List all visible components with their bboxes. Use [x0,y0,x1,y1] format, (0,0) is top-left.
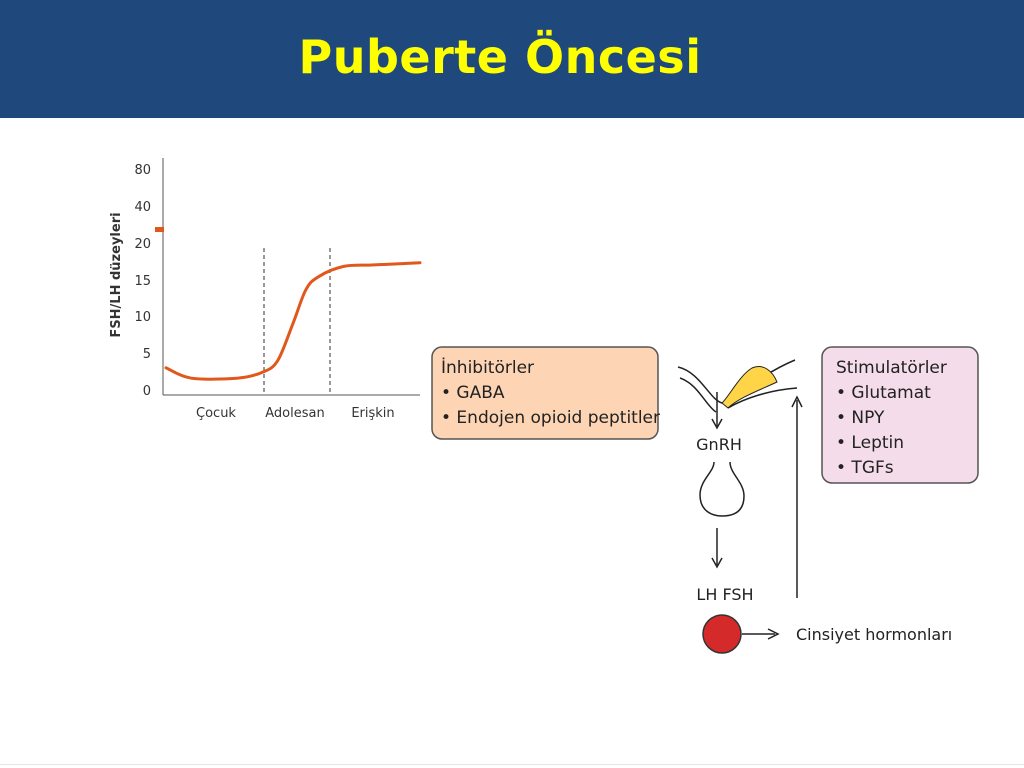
stimulators-box [821,346,979,484]
fsh-lh-chart: 80 40 20 15 10 5 0 FSH/LH düzeyleri Çocu… [109,158,422,421]
fsh-lh-line [164,261,422,381]
x-category-label: Erişkin [351,406,394,421]
x-category-label: Çocuk [196,406,236,421]
gnrh-label: GnRH [696,435,742,454]
y-tick-label: 80 [134,163,151,178]
inhibitor-item: • GABA [441,383,505,403]
gonad-circle [702,614,742,654]
feedback-arrowhead [791,395,803,408]
y-tick-label: 20 [134,237,151,252]
sex-hormone-arrowhead [767,628,780,640]
y-tick-label: 40 [134,200,151,215]
inhibitors-box [431,346,659,440]
hypothalamus-outline-right [727,387,798,409]
y-tick-labels: 80 40 20 15 10 5 0 [134,163,151,399]
y-axis-marker [155,227,164,232]
stimulator-item: • TGFs [836,458,894,478]
stimulator-item: • Glutamat [836,383,931,403]
stimulator-item: • Leptin [836,433,904,453]
inhibitors-title: İnhibitörler [441,357,534,378]
hypothalamus-outline-lower [679,377,717,413]
lhfsh-label: LH FSH [696,585,753,604]
y-tick-label: 5 [143,347,151,362]
x-category-label: Adolesan [265,406,324,421]
y-tick-label: 15 [134,274,151,289]
y-tick-label: 10 [134,310,151,325]
slide-title: Puberte Öncesi [298,30,702,84]
stimulator-item: • NPY [836,408,885,428]
y-axis-title: FSH/LH düzeyleri [109,212,124,337]
footer-divider [0,764,1024,765]
hypothalamus-nucleus [721,366,778,409]
stimulators-title: Stimulatörler [836,358,947,378]
sex-hormones-label: Cinsiyet hormonları [796,625,952,644]
lhfsh-arrowhead [711,557,723,569]
pituitary-shape [699,461,745,517]
y-tick-label: 0 [143,384,151,399]
regulation-diagram: İnhibitörler • GABA • Endojen opioid pep… [431,346,979,654]
title-bar: Puberte Öncesi [0,0,1024,118]
gnrh-arrowhead [711,418,723,430]
inhibitor-item: • Endojen opioid peptitler [441,408,660,428]
